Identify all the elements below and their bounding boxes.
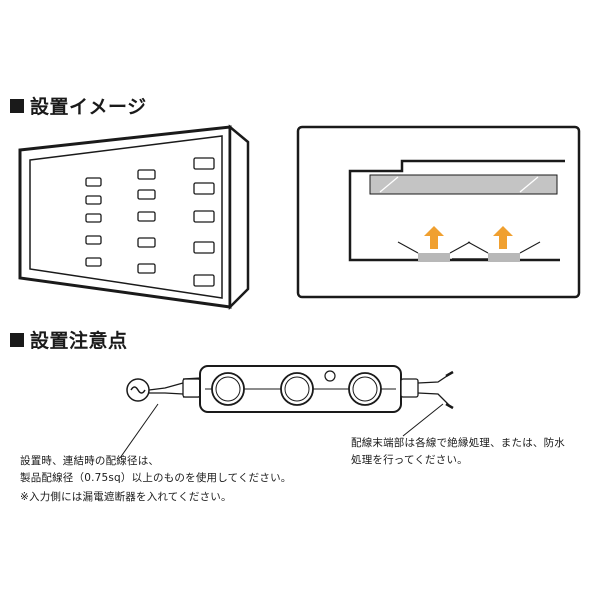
- led-module-left: [397, 226, 471, 262]
- heading-square-icon: [10, 332, 24, 347]
- led-module-slot: [137, 211, 156, 222]
- led-module-slot: [193, 274, 215, 287]
- led-module-slot: [137, 169, 156, 180]
- module-wiring-diagram: [119, 365, 454, 459]
- installation-image-heading: 設置イメージ: [10, 92, 147, 119]
- sign-box-perspective: [18, 124, 250, 311]
- wiring-note: 設置時、連結時の配線径は、 製品配線径（0.75sq）以上のものを使用してくださ…: [20, 453, 291, 487]
- led-module-slot: [193, 210, 215, 223]
- led-module-slot: [137, 237, 156, 248]
- installation-notes-heading: 設置注意点: [10, 326, 128, 353]
- led-module-slot: [137, 189, 156, 200]
- mounting-hole: [324, 370, 336, 382]
- installation-image-title: 設置イメージ: [30, 96, 147, 118]
- led-module-right: [467, 226, 541, 262]
- up-arrow-icon: [493, 226, 513, 249]
- led-module-slot: [193, 157, 215, 170]
- led-module-slot: [85, 213, 102, 223]
- leader-line-end: [402, 403, 444, 437]
- front-panel: [369, 174, 558, 195]
- wiring-note-line-2: 製品配線径（0.75sq）以上のものを使用してください。: [20, 472, 292, 484]
- end-note: 配線末端部は各線で絶縁処理、または、防水 処理を行ってください。: [351, 435, 565, 469]
- led-module-grid: [85, 157, 215, 287]
- breaker-note: ※入力側には漏電遮断器を入れてください。: [20, 491, 232, 503]
- led-module-slot: [193, 241, 215, 254]
- leader-line-wiring: [119, 403, 159, 459]
- end-note-line-1: 配線末端部は各線で絶縁処理、または、防水: [351, 437, 565, 449]
- housing-outline: [348, 159, 565, 262]
- led-module-slot: [85, 257, 102, 267]
- end-note-line-2: 処理を行ってください。: [351, 454, 468, 466]
- led-module-slot: [85, 195, 102, 205]
- cross-section-diagram: [296, 125, 581, 299]
- cross-section-frame: [296, 125, 581, 299]
- led-module-slot: [193, 182, 215, 195]
- wiring-note-line-1: 設置時、連結時の配線径は、: [20, 455, 160, 467]
- led-module-slot: [137, 263, 156, 274]
- up-arrow-icon: [424, 226, 444, 249]
- led-module-slot: [85, 177, 102, 187]
- led-module-slot: [85, 235, 102, 245]
- installation-notes-title: 設置注意点: [30, 330, 128, 352]
- heading-square-icon: [10, 98, 24, 113]
